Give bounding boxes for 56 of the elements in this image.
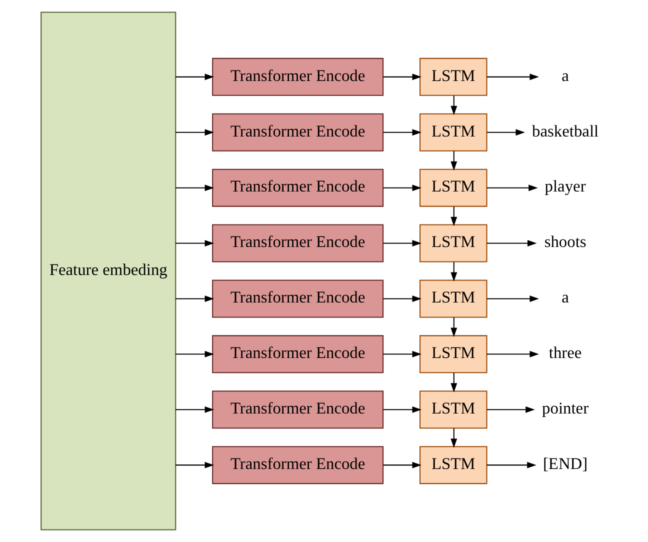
node-box: LSTM [420, 280, 488, 318]
arrow [176, 184, 214, 192]
arrow [450, 428, 458, 448]
node-box: Transformer Encode [212, 224, 384, 262]
node-text: basketball [532, 121, 599, 140]
arrow [486, 184, 538, 192]
arrow [383, 350, 422, 358]
node-text: [END] [542, 454, 588, 473]
arrow [486, 295, 539, 302]
node-text: shoots [544, 232, 586, 252]
node-box: Transformer Encode [212, 390, 384, 429]
arrow [486, 129, 525, 136]
node-box: Feature embeding [40, 12, 176, 530]
arrow [176, 74, 214, 80]
arrow [383, 406, 422, 413]
arrow [486, 74, 539, 80]
node-box: LSTM [420, 168, 488, 207]
node-box: LSTM [420, 390, 488, 429]
node-text: pointer [542, 398, 589, 418]
arrow [486, 462, 536, 468]
arrow [486, 240, 537, 247]
arrow [176, 240, 214, 247]
arrow [450, 262, 458, 282]
arrow [486, 350, 539, 358]
node-box: Transformer Encode [212, 168, 384, 207]
node-text: a [562, 288, 569, 307]
arrow [383, 240, 422, 247]
node-box: Transformer Encode [212, 446, 384, 484]
node-box: Transformer Encode [212, 113, 384, 152]
node-box: Transformer Encode [212, 280, 384, 318]
node-text: player [544, 176, 586, 196]
node-text: three [548, 343, 582, 362]
node-box: LSTM [420, 224, 488, 262]
arrow [176, 350, 214, 358]
arrow [450, 318, 458, 337]
arrow [383, 462, 422, 468]
arrow [383, 295, 422, 302]
arrow [450, 372, 458, 392]
node-text: a [562, 66, 569, 85]
node-box: LSTM [420, 446, 488, 484]
node-box: LSTM [420, 58, 488, 96]
node-box: LSTM [420, 113, 488, 152]
arrow [176, 295, 214, 302]
node-box: Transformer Encode [212, 335, 384, 374]
arrow [176, 129, 214, 136]
arrow [176, 462, 214, 468]
arrow [450, 96, 458, 116]
arrow [450, 151, 458, 171]
arrow [486, 406, 535, 413]
arrow [383, 74, 422, 80]
arrow [176, 406, 214, 413]
arrow [383, 129, 422, 136]
arrow [383, 184, 422, 192]
node-box: Transformer Encode [212, 58, 384, 96]
arrow [450, 206, 458, 226]
node-box: LSTM [420, 335, 488, 374]
